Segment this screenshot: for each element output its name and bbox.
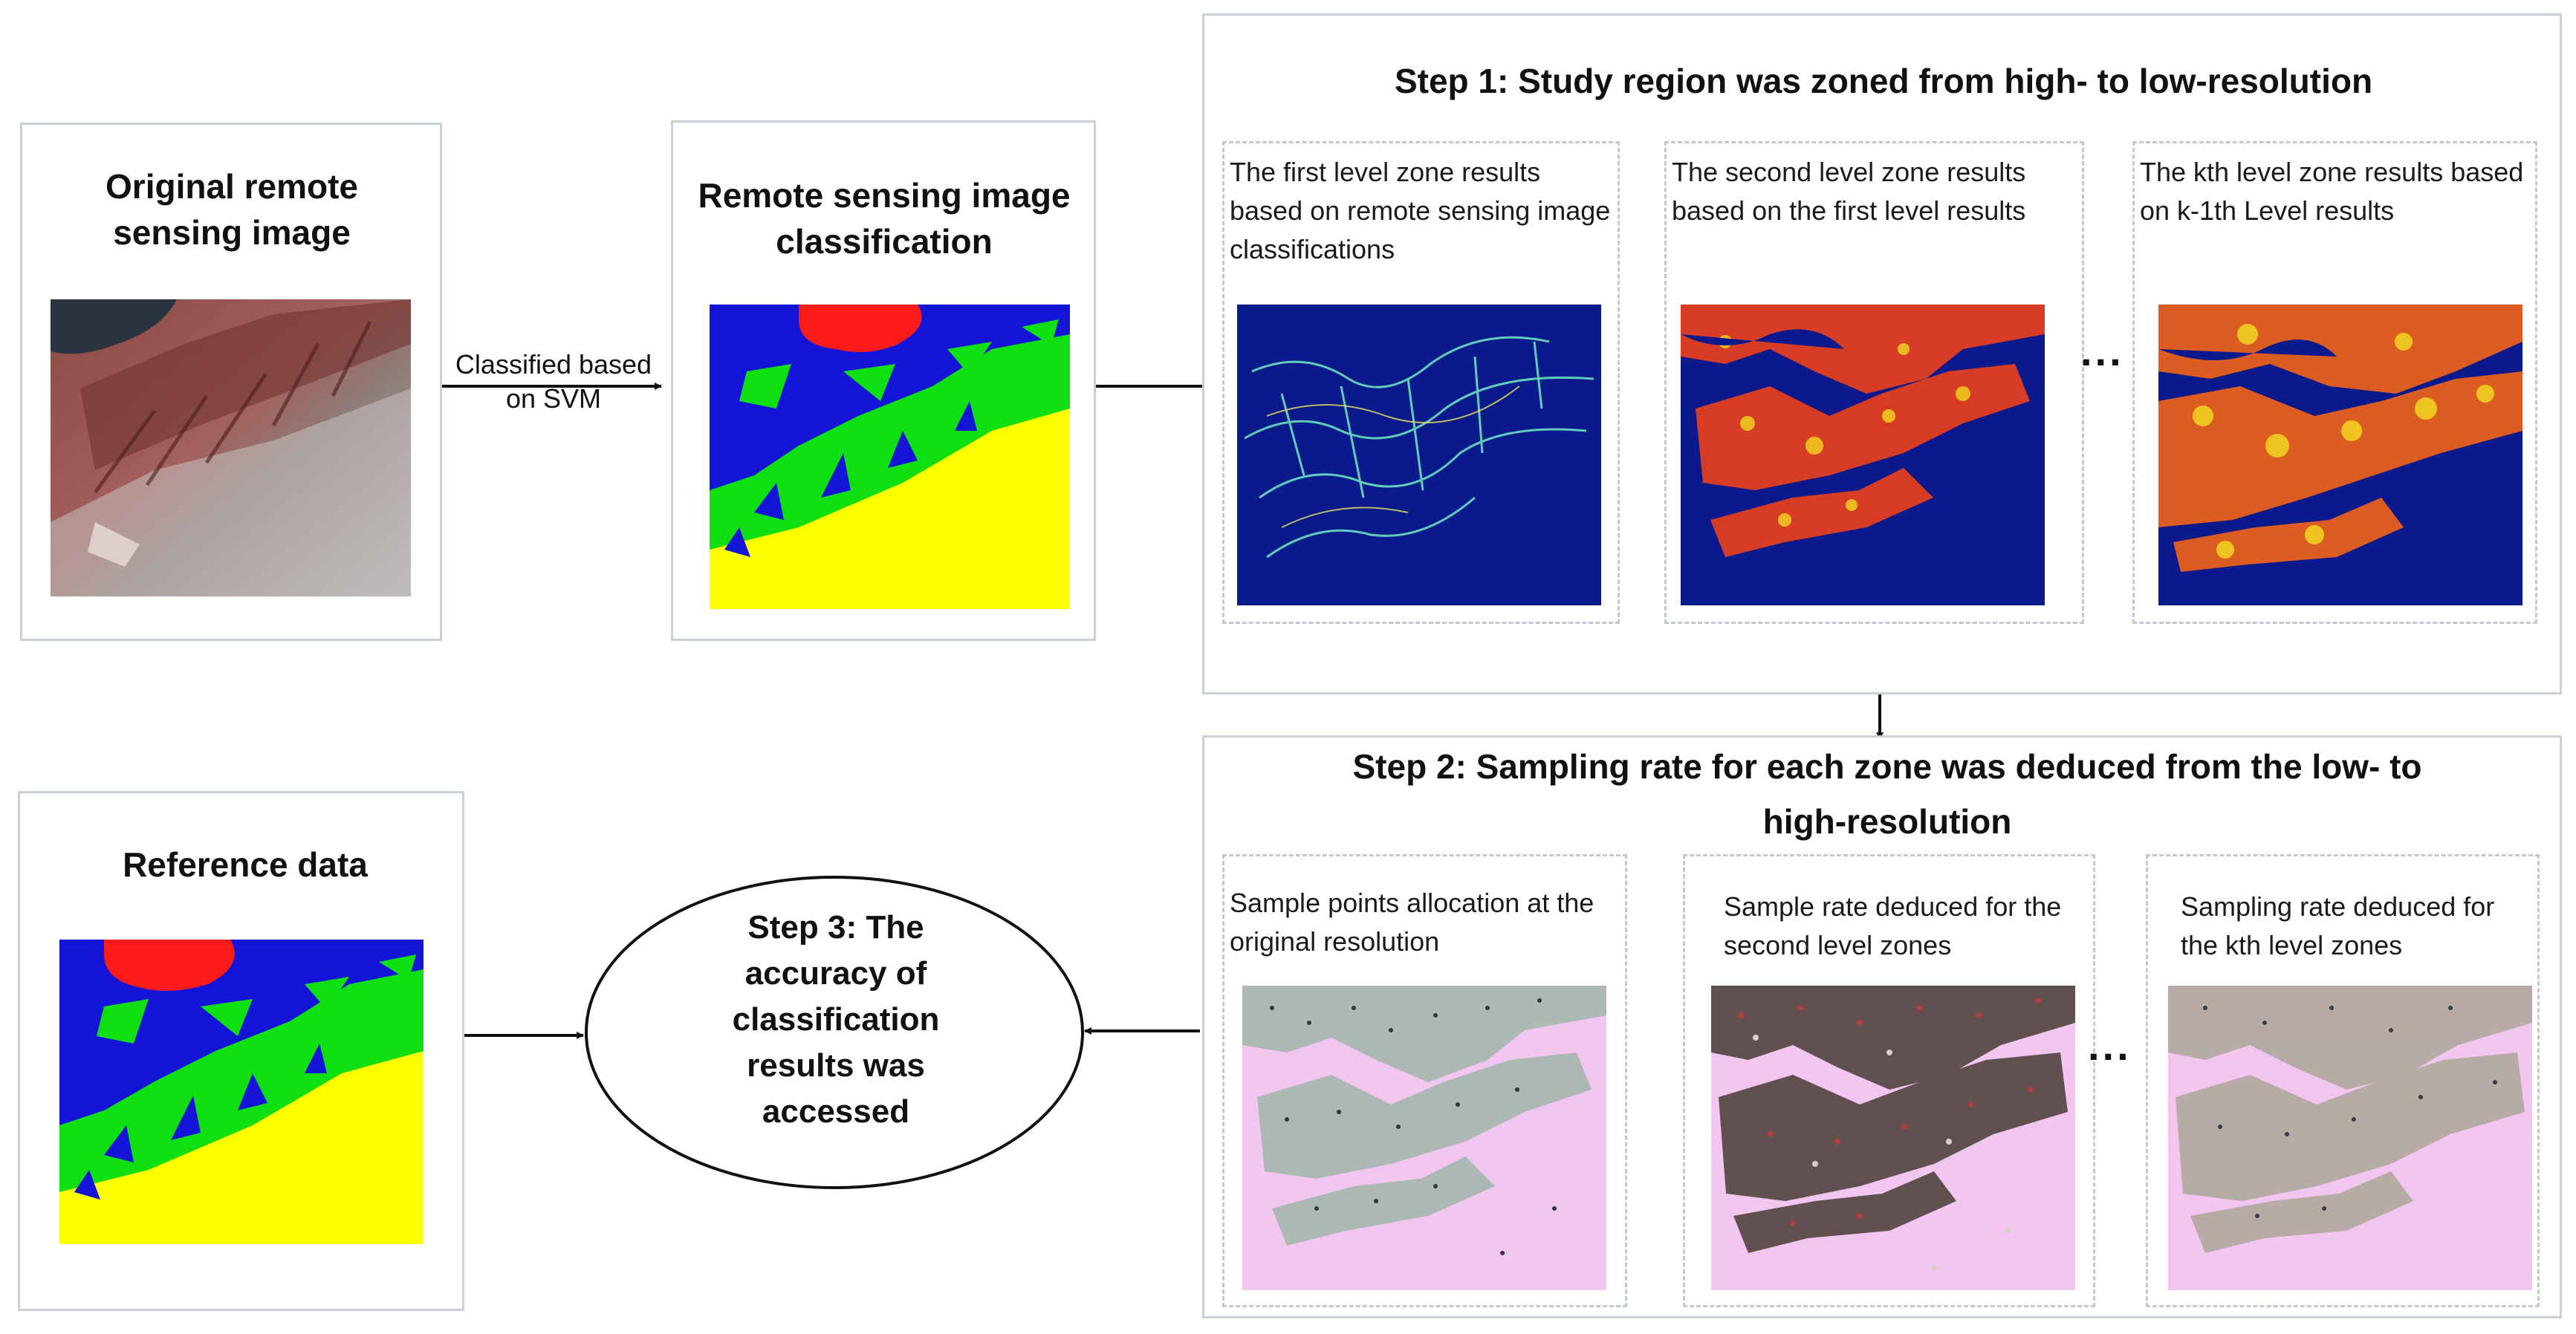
step3-text: Step 3: The accuracy of classification r…	[732, 909, 940, 1130]
original-satellite-image	[51, 299, 411, 596]
step1-ellipsis: ...	[2080, 328, 2124, 374]
svm-arrow-label: Classified based on SVM	[455, 349, 652, 414]
sample-panel-levelk-caption: Sampling rate deduced for the kth level …	[2181, 891, 2495, 960]
zone-panel-levelk-caption: The kth level zone results based on k-1t…	[2140, 157, 2524, 226]
zone-map-level1	[1237, 305, 1601, 605]
zone-map-level2	[1681, 305, 2045, 605]
zone-map-levelk	[2158, 305, 2523, 605]
classification-title: Remote sensing image classification	[698, 176, 1071, 261]
reference-title: Reference data	[123, 845, 368, 884]
step2-title: Step 2: Sampling rate for each zone was …	[1352, 747, 2422, 841]
zone-panel-level2-caption: The second level zone results based on t…	[1672, 157, 2026, 226]
original-image-title: Original remote sensing image	[106, 167, 358, 252]
step3-ellipse	[585, 876, 1084, 1189]
step1-title: Step 1: Study region was zoned from high…	[1394, 62, 2373, 100]
sample-map-original	[1242, 986, 1606, 1290]
sample-map-level2	[1711, 986, 2075, 1290]
sample-map-levelk	[2168, 986, 2532, 1290]
sample-panel-original-caption: Sample points allocation at the original…	[1230, 888, 1594, 957]
zone-panel-level1-caption: The first level zone results based on re…	[1230, 157, 1611, 264]
sample-panel-level2-caption: Sample rate deduced for the second level…	[1724, 891, 2062, 960]
classification-map	[710, 305, 1070, 609]
reference-map	[59, 940, 424, 1244]
step2-ellipsis: ...	[2088, 1022, 2132, 1069]
